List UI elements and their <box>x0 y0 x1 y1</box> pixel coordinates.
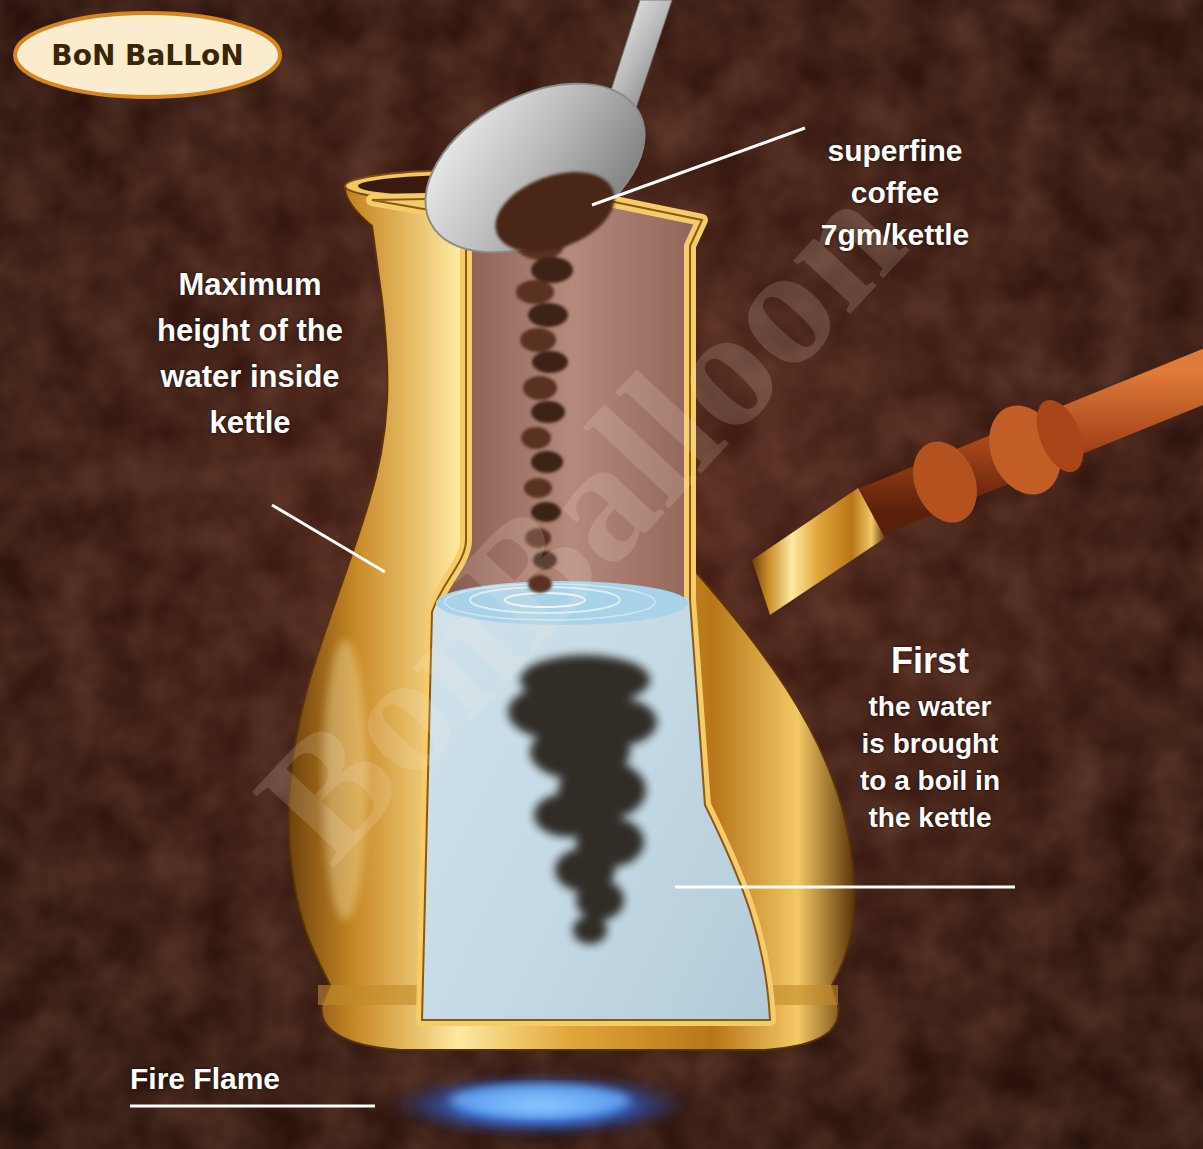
ripple <box>505 593 585 607</box>
leader-line <box>272 505 385 572</box>
coffee-in-spoon <box>484 157 625 267</box>
ripple <box>445 584 655 620</box>
leader-line <box>592 128 805 205</box>
water <box>372 598 770 1020</box>
leader-line <box>130 1105 375 1108</box>
handle <box>752 372 1203 615</box>
coffee-stream <box>516 230 573 593</box>
handle-socket <box>752 488 885 615</box>
handle-knob <box>901 432 988 532</box>
cutaway-edge <box>372 196 770 1020</box>
callout-label: First <box>830 640 1030 682</box>
callout-label: the water is brought to a boil in the ke… <box>855 688 1005 836</box>
logo-ellipse <box>15 13 280 97</box>
logo-oval: BoN BaLLoN <box>12 10 283 100</box>
highlight <box>323 640 367 920</box>
handle-knob <box>1027 393 1093 478</box>
kettle-body <box>289 188 855 1050</box>
callout-label: superfine coffee 7gm/kettle <box>795 130 995 256</box>
callout-label: Fire Flame <box>130 1060 390 1098</box>
water-surface <box>436 581 688 625</box>
watermark: BonBalloon <box>219 143 942 898</box>
spoon <box>397 0 673 287</box>
flame <box>390 1073 690 1137</box>
leader-line <box>675 886 1015 889</box>
callout-label: Maximum height of the water inside kettl… <box>143 262 358 446</box>
leader-lines <box>130 128 1015 1106</box>
flame-core <box>450 1084 630 1116</box>
logo-text: BoN BaLLoN <box>51 39 243 72</box>
coffee-cloud <box>508 655 657 944</box>
spoon-bowl <box>397 49 673 287</box>
water-surface <box>436 581 688 625</box>
cutaway-cavity <box>372 196 770 1020</box>
